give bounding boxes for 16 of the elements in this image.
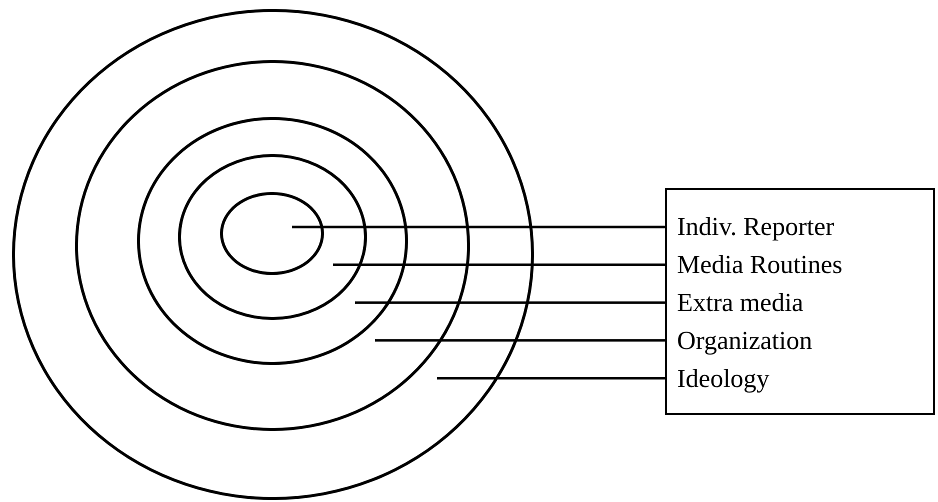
ring-ellipse xyxy=(137,117,408,365)
leader-line xyxy=(355,301,665,304)
label-text: Indiv. Reporter xyxy=(667,208,834,246)
leader-line xyxy=(375,339,665,342)
leader-line xyxy=(333,264,665,266)
label-box xyxy=(665,188,935,415)
ring-ellipse xyxy=(12,9,534,500)
label-text: Organization xyxy=(667,322,812,360)
label-text: Extra media xyxy=(667,284,804,322)
label-text: Ideology xyxy=(667,360,770,398)
ring-ellipse xyxy=(178,154,367,320)
label-text: Media Routines xyxy=(667,246,842,284)
leader-line xyxy=(437,376,665,380)
leader-line xyxy=(292,226,665,228)
ring-ellipse xyxy=(220,192,324,275)
ring-ellipse xyxy=(75,60,470,431)
